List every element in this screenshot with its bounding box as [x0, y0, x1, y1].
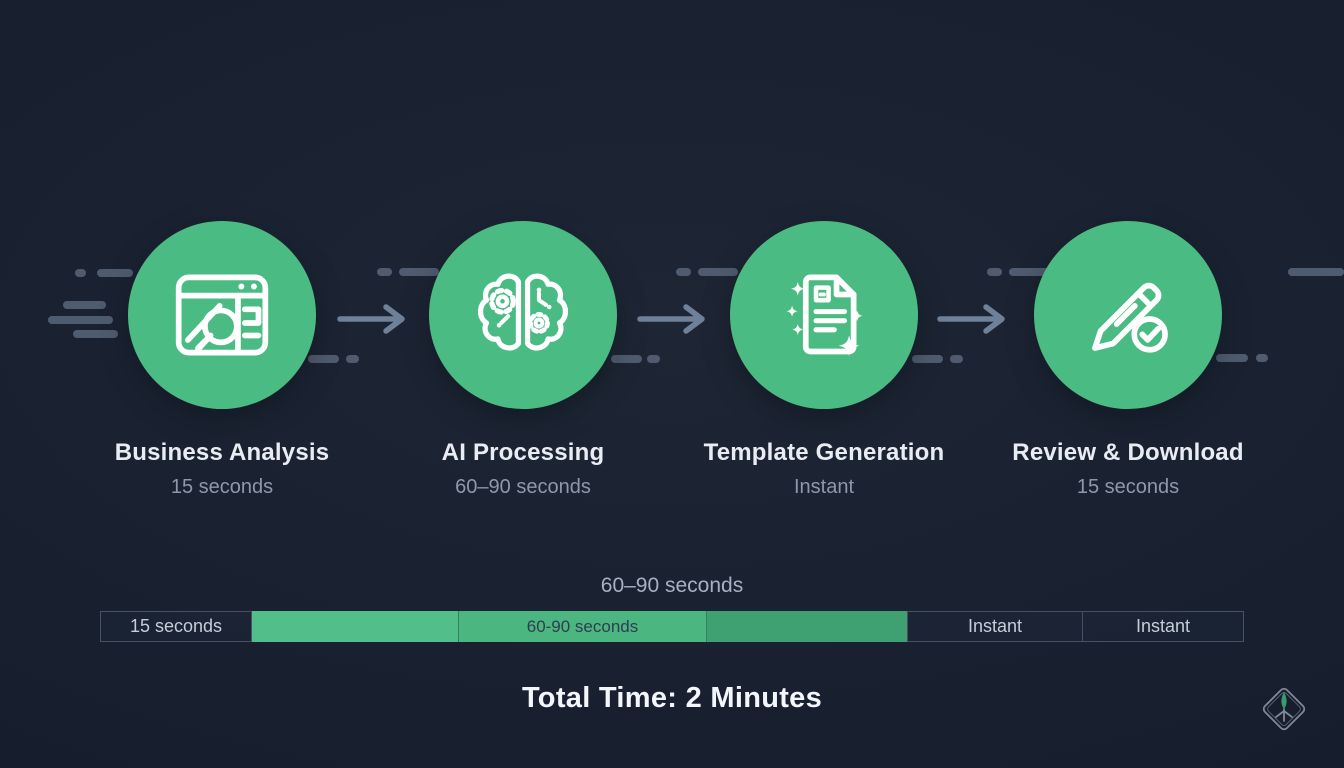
total-time-label: Total Time: 2 Minutes: [521, 682, 823, 714]
brand-diamond-logo: [1258, 683, 1310, 735]
speed-dash: [912, 355, 943, 363]
timeline-segment-instant-1: Instant: [907, 611, 1083, 642]
speed-dash: [73, 330, 118, 338]
speed-dash: [97, 269, 133, 277]
step-duration: 60–90 seconds: [455, 476, 591, 498]
speed-dash: [48, 316, 113, 324]
document-sparkles-icon: [767, 258, 881, 372]
timeline-segment-instant-2: Instant: [1082, 611, 1244, 642]
timeline-segment-analysis: 15 seconds: [100, 611, 252, 642]
arrow-right-icon: [336, 301, 416, 337]
step-title: AI Processing: [441, 439, 605, 466]
step-ai-processing: AI Processing 60–90 seconds: [373, 221, 673, 499]
step-review-download: Review & Download 15 seconds: [978, 221, 1278, 499]
speed-dash: [698, 268, 738, 276]
speed-dash: [950, 355, 963, 363]
step-template-generation: Template Generation Instant: [674, 221, 974, 499]
timeline-segment-processing: 60-90 seconds: [458, 611, 707, 642]
speed-dash: [377, 268, 392, 276]
timeline-segment-green: [252, 611, 458, 642]
speed-dash: [1288, 268, 1344, 276]
step-circle: [429, 221, 617, 409]
speed-dash: [611, 355, 642, 363]
step-title: Review & Download: [1012, 439, 1244, 466]
step-business-analysis: Business Analysis 15 seconds: [72, 221, 372, 499]
speed-dash: [346, 355, 359, 363]
speed-dash: [647, 355, 660, 363]
browser-search-icon: [165, 258, 279, 372]
speed-dash: [399, 268, 439, 276]
step-duration: 15 seconds: [170, 476, 274, 498]
ai-brain-icon: [466, 258, 580, 372]
speed-dash: [1009, 268, 1049, 276]
speed-dash: [308, 355, 339, 363]
speed-dash: [987, 268, 1002, 276]
speed-dash: [1256, 354, 1268, 362]
speed-dash: [1216, 354, 1248, 362]
speed-dash: [676, 268, 691, 276]
step-circle: [1034, 221, 1222, 409]
step-duration: Instant: [793, 476, 855, 498]
arrow-right-icon: [936, 301, 1016, 337]
timeline-segment-green-dark: [707, 611, 907, 642]
timeline-peak-label: 60–90 seconds: [600, 574, 744, 597]
step-duration: 15 seconds: [1076, 476, 1180, 498]
step-circle: [128, 221, 316, 409]
step-circle: [730, 221, 918, 409]
speed-dash: [75, 269, 86, 277]
timeline-bar: 15 seconds 60-90 seconds Instant Instant: [100, 611, 1244, 642]
pencil-check-icon: [1071, 258, 1185, 372]
step-title: Business Analysis: [114, 439, 330, 466]
speed-dash: [63, 301, 106, 309]
step-title: Template Generation: [703, 439, 945, 466]
arrow-right-icon: [636, 301, 716, 337]
